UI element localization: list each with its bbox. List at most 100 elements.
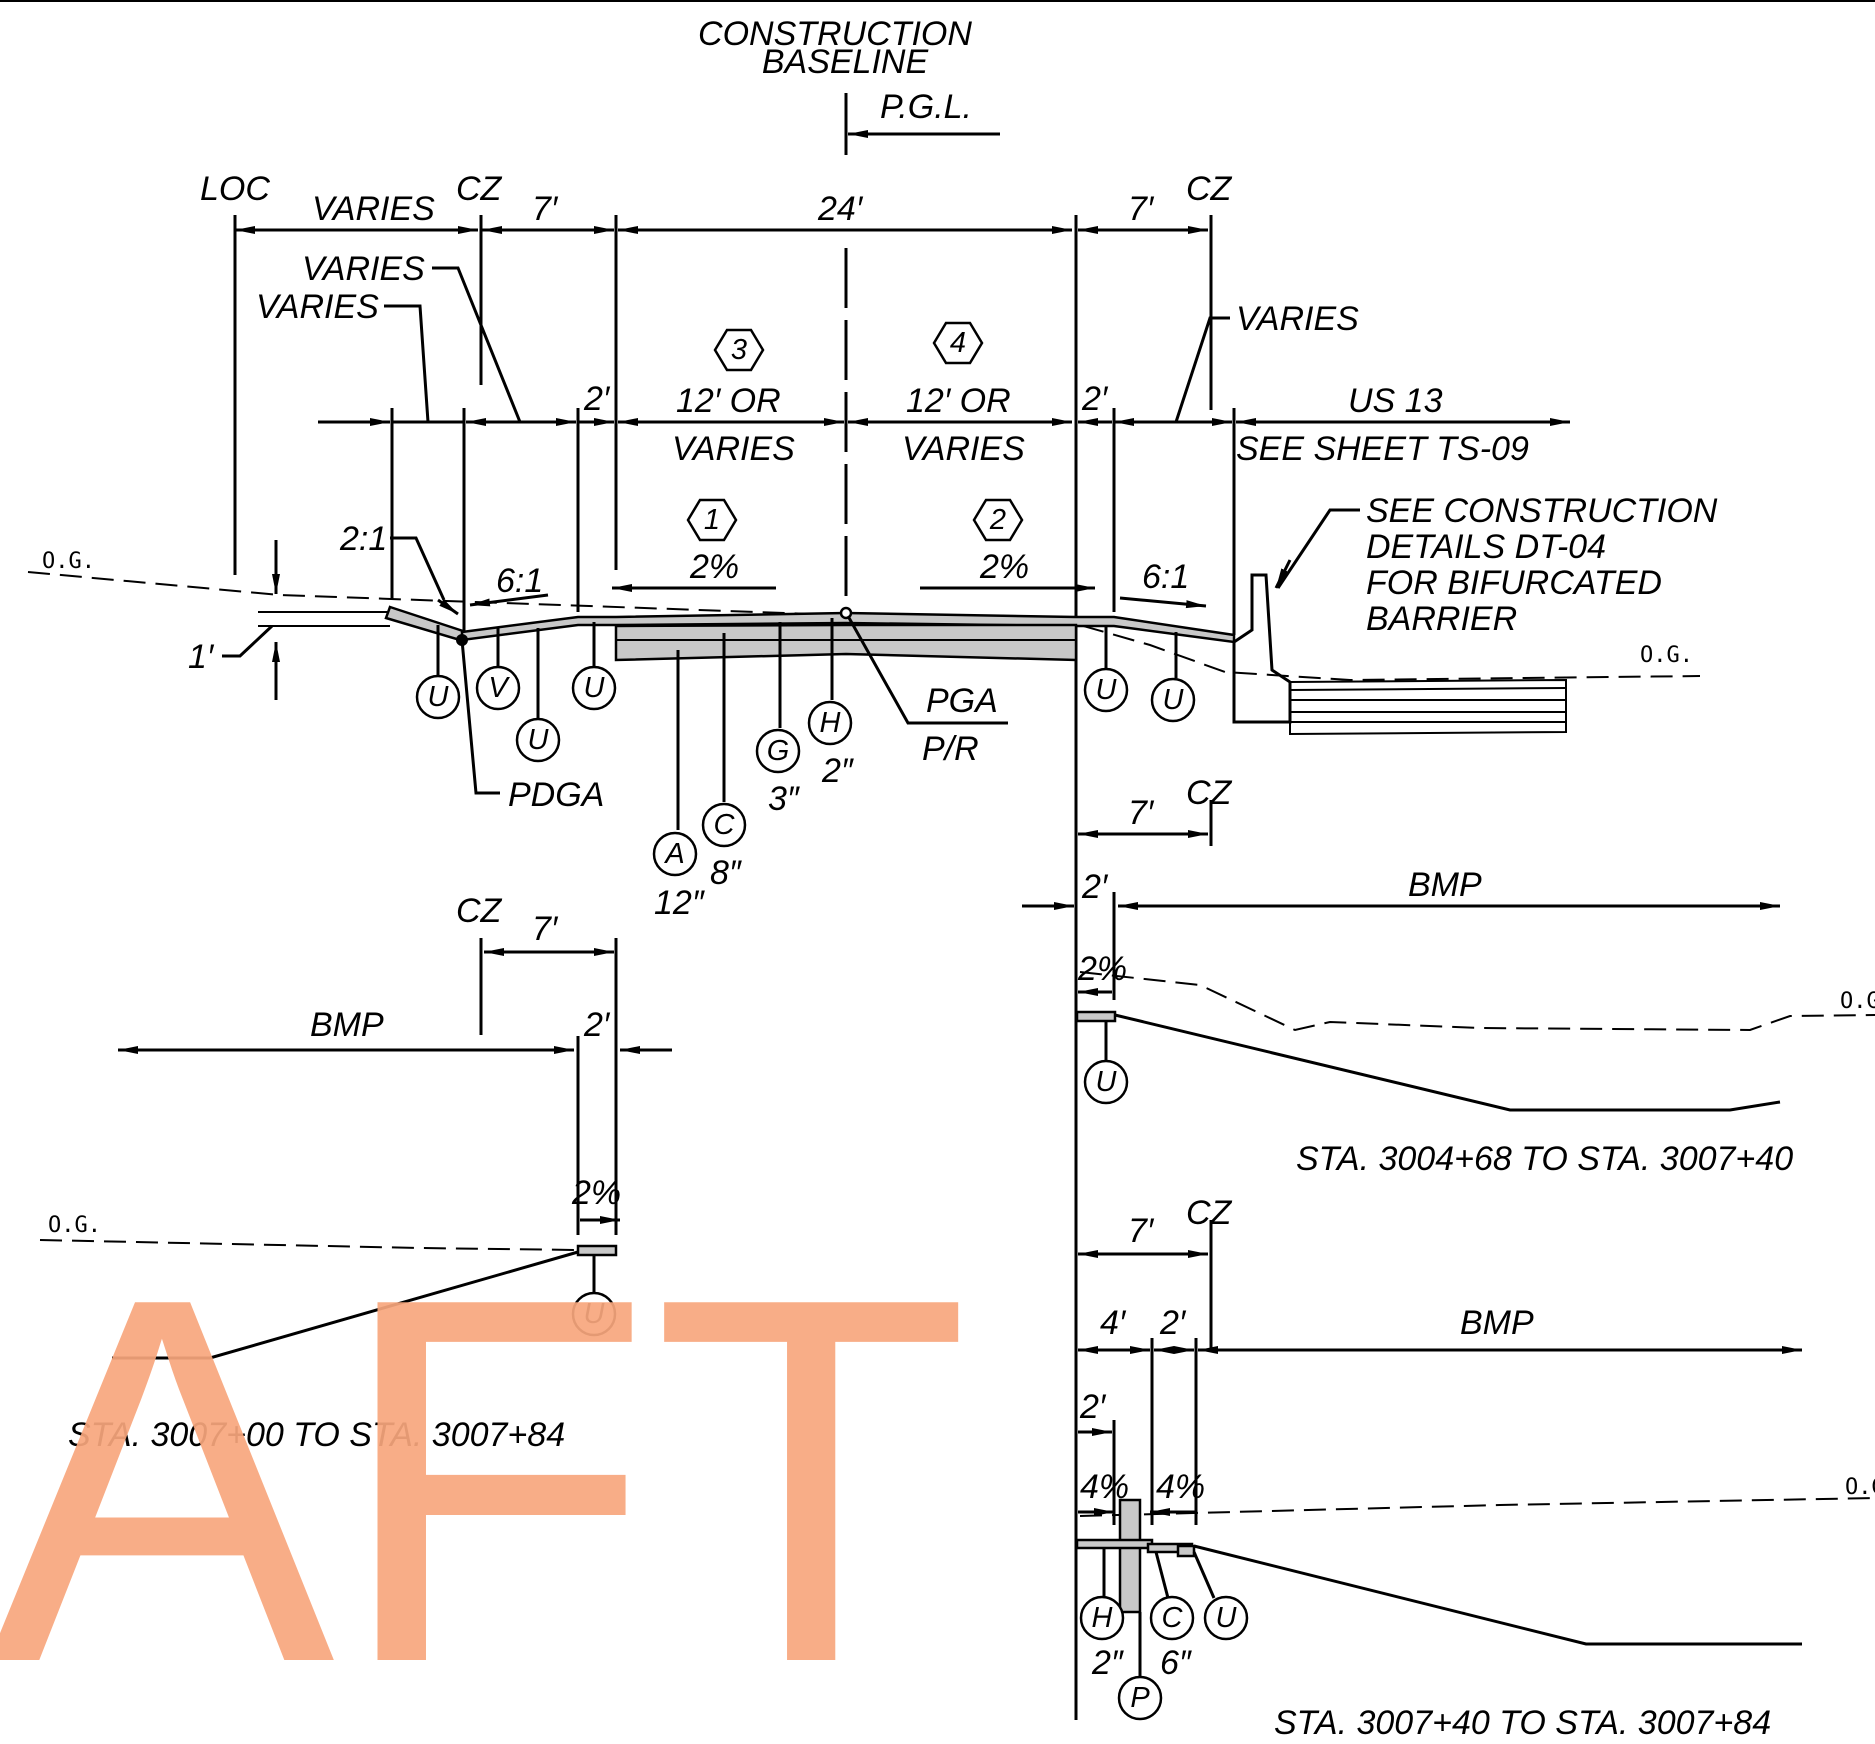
slope-6to1-right-label: 6:1 [1142,558,1189,596]
varies-leader-label-right: VARIES [1236,300,1359,338]
sec-a-callout-u: U [1083,1059,1129,1105]
sec-a-2pct-label: 2% [1077,950,1127,988]
pdga-label: PDGA [508,776,604,814]
callout-u-4: U [1083,667,1129,713]
pga-label: PGA [926,682,998,720]
svg-text:U: U [428,681,450,713]
aft-watermark: AFT [0,1190,970,1744]
sec-b-shoulder [576,1244,618,1257]
og-label-left: O.G. [42,549,95,574]
sec-c-callout-h: H [1079,1595,1125,1641]
sec-c-depth-2in-label: 2″ [1091,1644,1124,1682]
sec-b-ground-slope [112,1250,579,1360]
sec-b-7ft-label: 7′ [532,910,559,948]
seven-ft-left-label: 7′ [532,190,559,228]
svg-text:H: H [1092,1602,1113,1634]
hex-marker-3: 3 [713,328,765,372]
sec-b-cz-label: CZ [456,892,503,930]
depth-8in-label: 8″ [710,854,742,892]
callout-u-5: U [1150,677,1196,723]
hex-marker-4: 4 [932,321,984,365]
cross-slope-right-label: 2% [979,548,1029,586]
lane4-varies-label: VARIES [902,430,1025,468]
sec-c-ground-slope [1193,1544,1802,1646]
varies-leader-label-2: VARIES [256,288,379,326]
sec-b-station-label: STA. 3007+00 TO STA. 3007+84 [68,1416,565,1454]
barrier-note-line2: DETAILS DT-04 [1366,528,1606,566]
loc-label: LOC [200,170,270,208]
pdga-leader [460,639,500,795]
slope-2to1-label: 2:1 [339,520,387,558]
pgl-point [839,606,853,620]
sec-b-callout-u: U [571,1291,617,1337]
lane3-width-label: 12′ OR [676,382,781,420]
slope-2to1-leader [390,536,446,601]
callout-a: A [652,831,698,877]
callout-g: G [755,728,801,774]
cz-left-label: CZ [456,170,503,208]
sec-c-4ft-label: 4′ [1100,1304,1127,1342]
see-sheet-label: SEE SHEET TS-09 [1236,430,1529,468]
callout-u-3: U [571,665,617,711]
sec-a-og-line [1079,971,1875,1032]
svg-text:V: V [488,672,510,704]
sec-c-cz-label: CZ [1186,1194,1233,1232]
varies-leader-2 [384,304,430,423]
sec-c-callout-u: U [1203,1595,1249,1641]
sec-c-bmp-label: BMP [1460,1304,1534,1342]
us13-label: US 13 [1348,382,1443,420]
sec-b-og-line [39,1239,579,1251]
sec-c-station-label: STA. 3007+40 TO STA. 3007+84 [1274,1704,1771,1742]
callout-h: H [807,700,853,746]
sec-a-cz-label: CZ [1186,774,1233,812]
sec-a-ground-slope [1114,1013,1781,1112]
sec-c-7ft-label: 7′ [1128,1212,1155,1250]
callout-u-2: U [515,717,561,763]
varies-leader-label-1: VARIES [302,250,425,288]
original-ground-line [27,571,1701,682]
baseline-label: BASELINE [762,43,929,81]
pr-label: P/R [922,730,979,768]
slope-6to1-left-label: 6:1 [496,562,543,600]
two-ft-left-label: 2′ [583,380,611,418]
barrier-note-line4: BARRIER [1366,600,1517,638]
sec-a-og-label: O.G. [1840,989,1875,1014]
barrier-leader [1276,508,1360,589]
sec-b-2pct-label: 2% [571,1174,621,1212]
svg-text:P: P [1130,1682,1150,1714]
svg-text:U: U [584,1298,606,1330]
us13-pavement [1289,678,1567,736]
depth-12in-label: 12″ [654,884,705,922]
us13-layer-1 [1289,687,1567,691]
one-ft-leader [222,624,274,658]
sec-c-u-stem [1192,1551,1216,1599]
pga-leader [846,615,1008,725]
sec-b-og-label: O.G. [48,1213,101,1238]
sec-a-7ft-label: 7′ [1128,794,1155,832]
sec-c-callout-p: P [1117,1675,1163,1721]
svg-text:U: U [1163,684,1185,716]
cz-right-label: CZ [1186,170,1233,208]
seven-ft-right-label: 7′ [1128,190,1155,228]
svg-text:H: H [820,707,841,739]
sec-c-4pct-right-label: 4% [1156,1468,1205,1506]
lane3-varies-label: VARIES [672,430,795,468]
slope-6to1-right-arrow [1119,596,1207,609]
varies-leader-1 [432,266,522,423]
depth-2in-label: 2″ [821,752,854,790]
cross-slope-left-label: 2% [689,548,739,586]
svg-text:A: A [663,838,684,870]
pavement-base-course [614,623,1078,662]
pgl-label: P.G.L. [880,88,972,126]
svg-text:U: U [1216,1602,1238,1634]
barrier-leader-arrow [1274,559,1292,589]
sec-c-curb [1176,1544,1196,1558]
twentyfour-ft-label: 24′ [817,190,864,228]
callout-v: V [475,665,521,711]
slope-2to1-arrow [437,598,459,616]
callout-u-1: U [415,674,461,720]
svg-text:U: U [1096,674,1118,706]
svg-text:2: 2 [989,504,1006,536]
sec-c-post [1118,1498,1142,1614]
construction-label: CONSTRUCTION [698,15,972,53]
